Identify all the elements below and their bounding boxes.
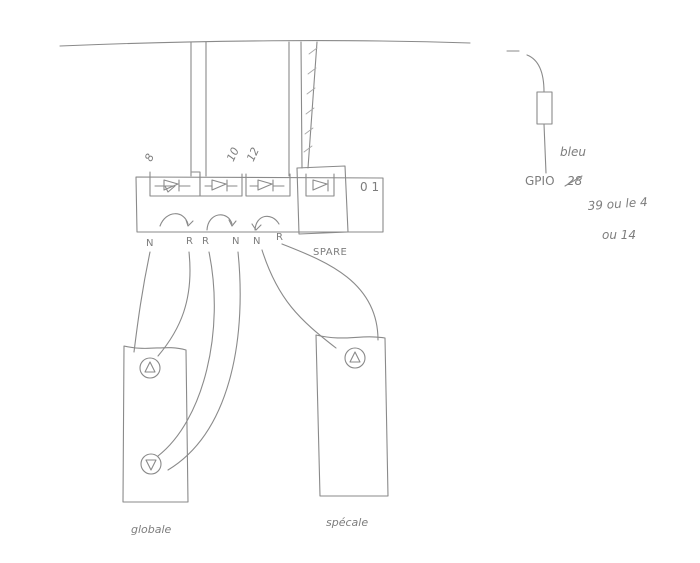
switch-specale-label: spécale — [326, 516, 368, 529]
gpio-pin-labels: 8 10 12 — [142, 145, 262, 163]
top-rail-line — [59, 40, 471, 47]
switch-globale — [122, 345, 189, 503]
jumper-arrows — [159, 213, 280, 231]
bus-wires — [190, 41, 318, 177]
resistor-color-label: bleu — [560, 145, 586, 159]
terminal-label: N — [253, 236, 261, 247]
switch-globale-label: globale — [131, 523, 172, 536]
gpio-note-struck: 28 — [567, 174, 583, 188]
relay-symbol — [149, 171, 201, 197]
switch-wires — [133, 243, 379, 471]
gpio-alt-note-1: 39 ou le 4 — [587, 195, 648, 213]
resistor-detail — [506, 50, 553, 174]
relay-symbol — [245, 173, 291, 197]
spare-relay-box — [296, 165, 349, 235]
switch-specale — [315, 334, 389, 497]
terminal-label: R — [202, 236, 209, 247]
gpio-pin-label: 10 — [224, 145, 242, 163]
gpio-note-prefix: GPIO — [525, 174, 555, 188]
board-corner-label: 0 1 — [360, 180, 379, 194]
strikethrough-mark — [564, 175, 583, 187]
terminal-label: R — [276, 232, 283, 243]
terminal-label: N — [146, 238, 154, 249]
terminal-labels: N R R N N R SPARE — [146, 232, 347, 258]
terminal-label: R — [186, 236, 193, 247]
terminal-label: N — [232, 236, 240, 247]
gpio-alt-note-2: ou 14 — [602, 228, 636, 242]
spare-label: SPARE — [313, 247, 347, 258]
relay-board: 0 1 — [135, 165, 384, 235]
gpio-pin-label: 12 — [244, 145, 262, 163]
gpio-pin-label: 8 — [142, 152, 157, 164]
relay-symbol — [199, 173, 243, 197]
